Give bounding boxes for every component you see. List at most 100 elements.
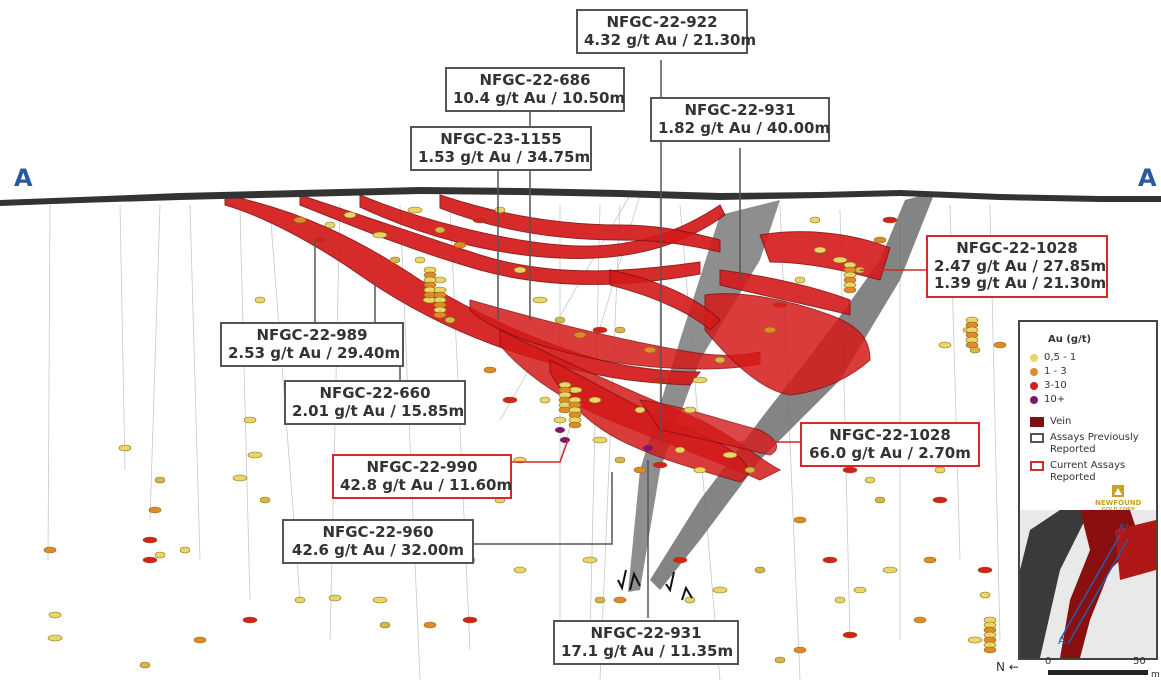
assay-disc: [312, 236, 328, 244]
assay-disc: [553, 416, 567, 424]
assay-disc: [774, 656, 786, 664]
assay-disc: [154, 476, 166, 484]
assay-disc: [142, 536, 158, 544]
assay-disc: [843, 286, 857, 294]
assay-disc: [882, 216, 898, 224]
assay-disc: [324, 221, 336, 229]
fault-sense-arrows: [617, 569, 693, 601]
assay-result: 10.4 g/t Au / 10.50m: [453, 88, 626, 107]
assay-disc: [754, 566, 766, 574]
assay-disc: [794, 276, 806, 284]
assay-disc: [692, 376, 708, 384]
assay-disc: [568, 421, 582, 429]
assay-disc: [592, 436, 608, 444]
newfound-logo: NEWFOUND GOLD CORP: [1095, 485, 1141, 513]
assay-disc: [882, 566, 898, 574]
assay-disc: [674, 446, 686, 454]
assay-disc-high-grade: [560, 437, 570, 443]
assay-disc: [633, 466, 647, 474]
assay-disc: [873, 236, 887, 244]
assay-disc: [744, 466, 756, 474]
assay-disc: [983, 646, 997, 654]
legend-grade-4: 10+: [1030, 394, 1065, 406]
assay-disc: [853, 586, 867, 594]
section-right-label: A: [1138, 164, 1157, 192]
assay-disc-high-grade: [643, 445, 653, 451]
hole-id: NFGC-22-660: [319, 384, 431, 402]
assay-disc: [494, 206, 506, 214]
callout-nfgc-22-660: NFGC-22-660 2.01 g/t Au / 15.85m: [284, 380, 466, 426]
assay-disc: [614, 456, 626, 464]
assay-disc: [453, 241, 467, 249]
assay-disc: [539, 396, 551, 404]
assay-disc: [513, 266, 527, 274]
inset-map-graphic: A' A: [1020, 510, 1156, 658]
legend-previous: Assays Previously Reported: [1030, 432, 1148, 456]
assay-disc: [154, 551, 166, 559]
assay-disc: [864, 476, 876, 484]
callout-nfgc-22-1028-lower: NFGC-22-1028 66.0 g/t Au / 2.70m: [800, 422, 980, 468]
assay-disc: [502, 396, 518, 404]
assay-result: 42.6 g/t Au / 32.00m: [291, 540, 465, 559]
assay-disc: [259, 496, 271, 504]
assay-result: 4.32 g/t Au / 21.30m: [584, 30, 757, 49]
assay-disc: [372, 231, 388, 239]
assay-disc: [834, 596, 846, 604]
assay-result: 42.8 g/t Au / 11.60m: [340, 475, 513, 494]
assay-disc: [842, 631, 858, 639]
assay-disc: [148, 506, 162, 514]
assay-disc: [423, 621, 437, 629]
legend-current: Current Assays Reported: [1030, 460, 1148, 484]
logo-mark-icon: [1112, 485, 1125, 497]
callout-nfgc-22-960: NFGC-22-960 42.6 g/t Au / 32.00m: [282, 519, 474, 565]
assay-disc: [433, 311, 447, 319]
assay-disc: [232, 474, 248, 482]
assay-disc: [714, 356, 726, 364]
assay-disc: [407, 206, 423, 214]
callout-nfgc-23-1155: NFGC-23-1155 1.53 g/t Au / 34.75m: [410, 126, 592, 172]
assay-result: 2.47 g/t Au / 27.85m: [934, 256, 1107, 275]
assay-disc: [47, 634, 63, 642]
assay-disc: [472, 216, 488, 224]
assay-disc: [763, 326, 777, 334]
hole-id: NFGC-23-1155: [440, 130, 562, 148]
assay-disc: [772, 301, 788, 309]
assay-disc: [932, 496, 948, 504]
assay-disc: [483, 366, 497, 374]
callout-nfgc-22-686: NFGC-22-686 10.4 g/t Au / 10.50m: [445, 67, 626, 113]
hole-id: NFGC-22-1028: [956, 239, 1078, 257]
assay-disc: [793, 646, 807, 654]
assay-result: 17.1 g/t Au / 11.35m: [561, 641, 734, 660]
hole-id: NFGC-22-931: [684, 101, 796, 119]
assay-disc: [793, 516, 807, 524]
callout-nfgc-22-1028-upper: NFGC-22-1028 2.47 g/t Au / 27.85m 1.39 g…: [926, 235, 1108, 299]
previous-swatch-icon: [1030, 433, 1044, 443]
assay-disc: [554, 316, 566, 324]
callout-nfgc-22-931-lower: NFGC-22-931 17.1 g/t Au / 11.35m: [553, 620, 739, 666]
location-inset-map: A' A: [1020, 510, 1156, 658]
assay-disc: [118, 444, 132, 452]
assay-disc: [913, 616, 927, 624]
legend-grade-2: 1 - 3: [1030, 366, 1067, 378]
assay-disc: [513, 566, 527, 574]
assay-disc: [179, 546, 191, 554]
hole-id: NFGC-22-931: [590, 624, 702, 642]
assay-disc: [977, 566, 993, 574]
assay-disc: [923, 556, 937, 564]
legend-vein: Vein: [1030, 416, 1071, 428]
assay-disc: [813, 246, 827, 254]
assay-result: 1.53 g/t Au / 34.75m: [418, 147, 591, 166]
assay-disc: [343, 211, 357, 219]
section-left-label: A: [14, 164, 33, 192]
assay-disc: [434, 226, 446, 234]
grade-dot-icon: [1030, 354, 1038, 362]
assay-disc: [247, 451, 263, 459]
current-leaders: [512, 269, 926, 463]
assay-disc: [979, 591, 991, 599]
assay-disc: [573, 331, 587, 339]
grade-dot-icon: [1030, 382, 1038, 390]
assay-disc: [643, 346, 657, 354]
hole-id: NFGC-22-960: [322, 523, 434, 541]
hole-id: NFGC-22-922: [606, 13, 718, 31]
assay-disc: [328, 594, 342, 602]
